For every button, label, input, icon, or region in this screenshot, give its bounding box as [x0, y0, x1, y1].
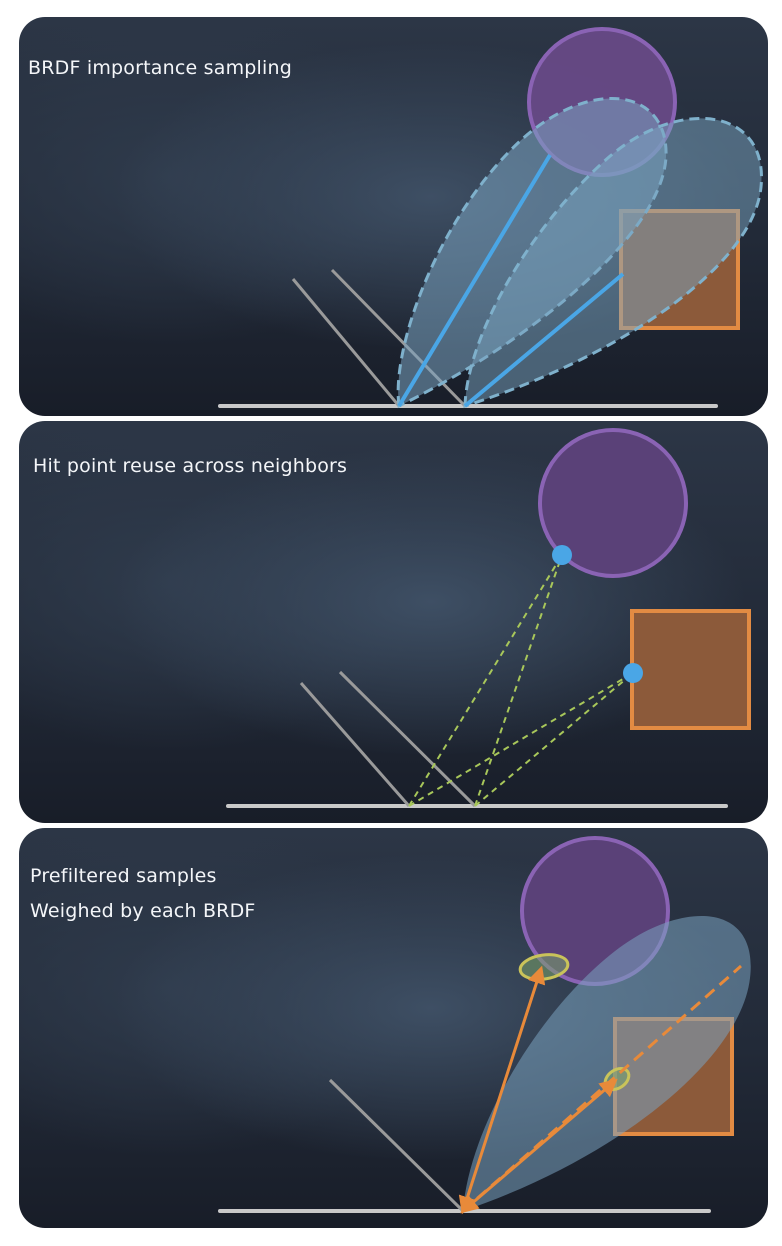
orange-box — [630, 609, 751, 730]
blue-ray-to-sphere — [397, 153, 552, 408]
purple-sphere — [538, 428, 688, 578]
panel-caption-line-1: Prefiltered samples — [30, 865, 217, 887]
panel-caption: BRDF importance sampling — [28, 57, 292, 79]
blue-ray-to-box — [463, 272, 625, 408]
panel-prefiltered-samples: Prefiltered samples Weighed by each BRDF — [19, 828, 768, 1228]
diagram-2 — [226, 428, 751, 808]
panel-brdf-importance-sampling: BRDF importance sampling — [19, 17, 768, 416]
hit-point-box — [623, 663, 643, 683]
diagram-1 — [218, 27, 763, 409]
normal-line-left — [299, 682, 411, 807]
orange-dashed-reflection — [462, 964, 742, 1213]
diagram-3 — [218, 836, 751, 1215]
panel-caption-line-2: Weighed by each BRDF — [30, 900, 256, 922]
dashed-ray-group — [408, 554, 634, 807]
normal-line-left — [291, 278, 401, 407]
normal-line-right — [338, 670, 477, 808]
panel-caption: Hit point reuse across neighbors — [33, 455, 348, 477]
normal-line — [328, 1078, 465, 1213]
dashed-ray — [474, 554, 563, 807]
brdf-lobe-right — [463, 116, 763, 409]
dashed-ray — [408, 672, 634, 807]
dashed-ray — [474, 672, 634, 807]
dashed-ray — [408, 554, 563, 807]
panel-hit-point-reuse: Hit point reuse across neighbors — [19, 421, 768, 823]
hit-point-sphere — [552, 545, 572, 565]
